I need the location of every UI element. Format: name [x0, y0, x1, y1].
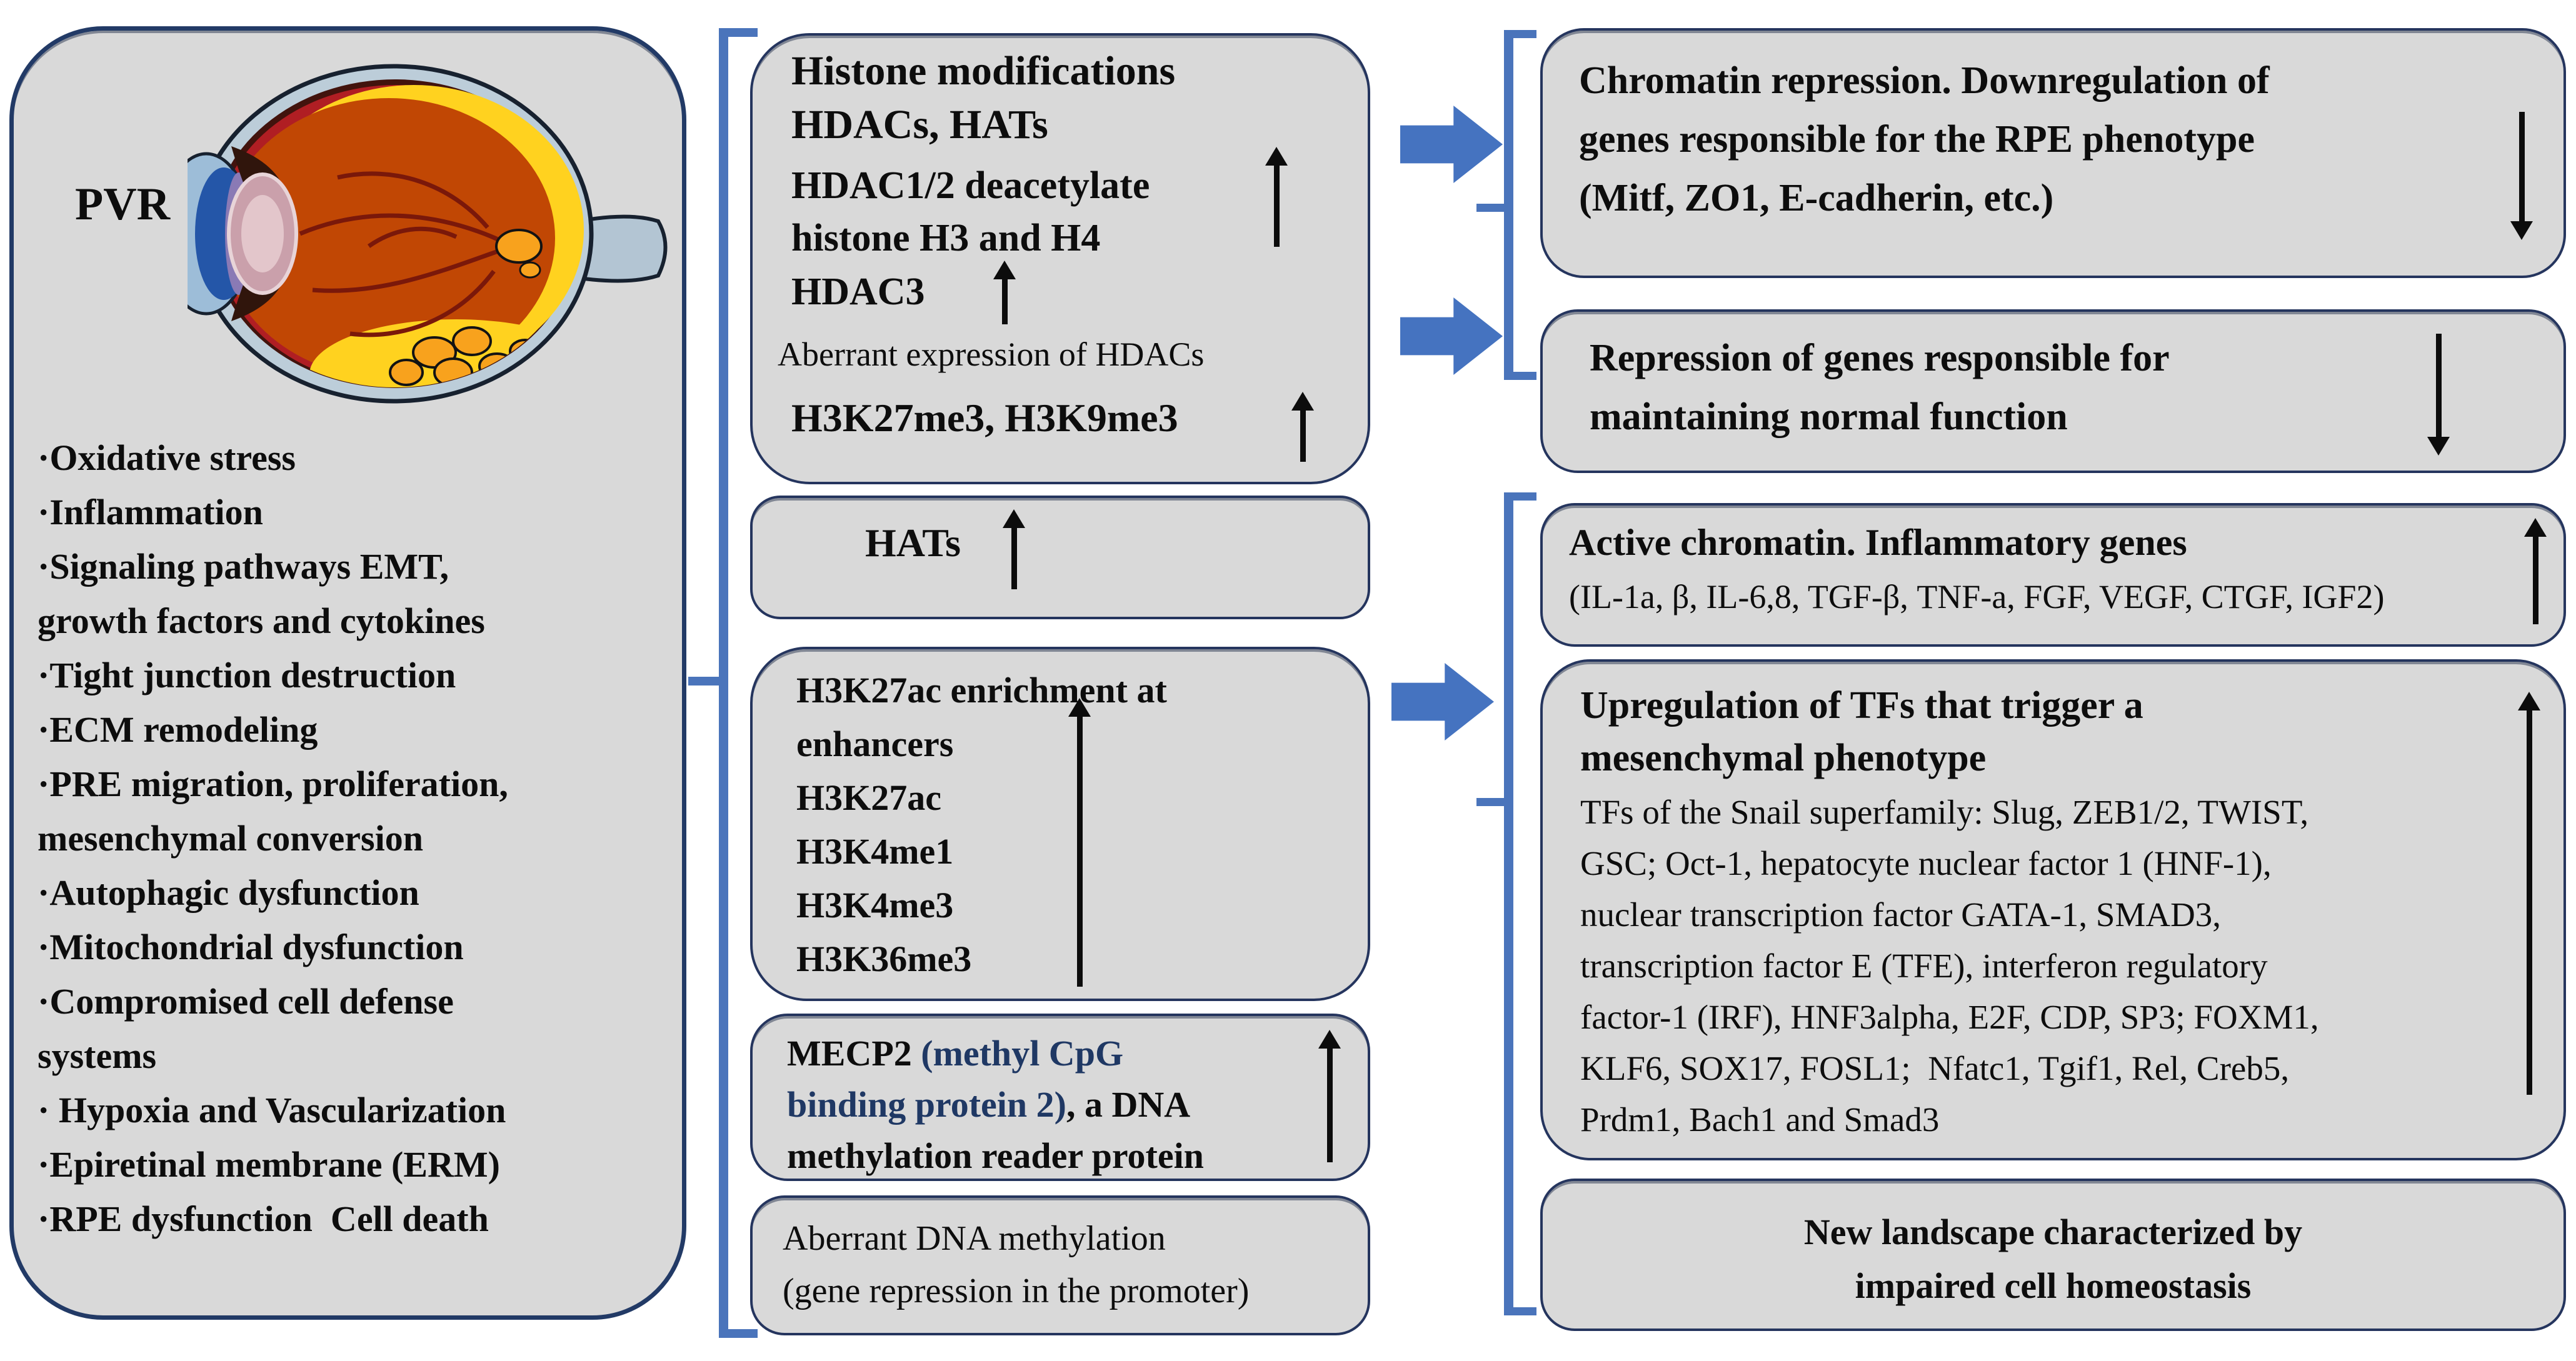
middle-bracket-left-tick	[688, 677, 719, 685]
chromatin-repression-box: Chromatin repression. Downregulation of …	[1540, 28, 2566, 278]
flow-arrow-h3k27ac-to-upregulation	[1391, 662, 1494, 741]
tfs-body-line: factor-1 (IRF), HNF3alpha, E2F, CDP, SP3…	[1580, 998, 2319, 1036]
right-bracket2-vertical	[1504, 492, 1513, 1315]
increase-arrow-inflammatory	[2524, 518, 2547, 624]
normal-function-box: Repression of genes responsible for main…	[1540, 309, 2566, 473]
list-item: ·Epiretinal membrane (ERM)	[38, 1144, 500, 1185]
landscape-line: New landscape characterized by	[1803, 1212, 2303, 1252]
middle-bracket-bottom-stub	[719, 1329, 758, 1338]
increase-arrow-mecp2	[1318, 1030, 1341, 1162]
chromatin-repression-line: Chromatin repression. Downregulation of	[1579, 59, 2270, 102]
dna-methylation-box: Aberrant DNA methylation (gene repressio…	[750, 1195, 1370, 1335]
chromatin-repression-line: (Mitf, ZO1, E-cadherin, etc.)	[1579, 177, 2054, 219]
histone-box-title: Histone modifications	[791, 48, 1176, 94]
middle-bracket-top-stub	[719, 28, 758, 37]
upregulation-tfs-box: Upregulation of TFs that trigger a mesen…	[1540, 659, 2566, 1160]
tfs-body-line: TFs of the Snail superfamily: Slug, ZEB1…	[1580, 793, 2309, 831]
right-bracket1-bottom-stub	[1504, 372, 1536, 380]
tfs-body-line: GSC; Oct-1, hepatocyte nuclear factor 1 …	[1580, 844, 2272, 882]
mecp2-navy: binding protein 2)	[787, 1084, 1066, 1125]
active-chromatin-box: Active chromatin. Inflammatory genes (IL…	[1540, 503, 2566, 647]
list-item: ·Tight junction destruction	[38, 655, 456, 695]
flow-arrow-histone-to-repression	[1400, 105, 1503, 184]
increase-arrow-h3k27ac	[1068, 698, 1091, 987]
increase-arrow-hdac12	[1265, 147, 1288, 247]
h3k27ac-box: H3K27ac enrichment at enhancers H3K27ac …	[750, 647, 1370, 1001]
list-item: ·RPE dysfunction Cell death	[38, 1199, 489, 1239]
tfs-body-line: Prdm1, Bach1 and Smad3	[1580, 1100, 1940, 1139]
dna-methylation-line: Aberrant DNA methylation	[783, 1219, 1166, 1258]
list-item: ·Oxidative stress	[38, 437, 296, 478]
h3k27me3-line: H3K27me3, H3K9me3	[791, 396, 1178, 440]
mecp2-black: , a DNA	[1066, 1084, 1191, 1125]
mecp2-box: MECP2 (methyl CpG binding protein 2), a …	[750, 1014, 1370, 1181]
mecp2-black: MECP2	[787, 1033, 921, 1074]
hats-label: HATs	[865, 521, 961, 565]
hdac12-line: HDAC1/2 deacetylate	[791, 164, 1150, 207]
inflammatory-genes-list: (IL-1a, β, IL-6,8, TGF-β, TNF-a, FGF, VE…	[1569, 578, 2385, 616]
histone-box-subtitle: HDACs, HATs	[791, 102, 1048, 147]
right-bracket2-bottom-stub	[1504, 1307, 1536, 1315]
list-item: · Hypoxia and Vascularization	[38, 1090, 506, 1130]
list-item: ·Mitochondrial dysfunction	[38, 927, 464, 967]
list-item: mesenchymal conversion	[38, 818, 423, 859]
h3k27ac-line: H3K4me3	[796, 885, 954, 925]
list-item: systems	[38, 1035, 157, 1076]
right-bracket1-left-tick	[1476, 204, 1504, 212]
histone-modifications-box: Histone modifications HDACs, HATs HDAC1/…	[750, 33, 1370, 484]
middle-bracket-vertical	[719, 28, 728, 1338]
pvr-panel: PVR	[9, 26, 686, 1320]
mecp2-navy: (methyl CpG	[921, 1033, 1124, 1074]
list-item: ·ECM remodeling	[38, 709, 318, 750]
dna-methylation-line: (gene repression in the promoter)	[783, 1272, 1250, 1310]
list-item: ·Inflammation	[38, 492, 263, 532]
h3k27ac-line: H3K36me3	[796, 939, 972, 979]
landscape-line: impaired cell homeostasis	[1855, 1265, 2252, 1306]
upregulation-title-line: Upregulation of TFs that trigger a	[1580, 684, 2143, 727]
flow-arrow-marks-to-normal-function	[1400, 297, 1503, 376]
list-item: ·Signaling pathways EMT,	[38, 546, 449, 587]
list-item: ·PRE migration, proliferation,	[38, 764, 508, 804]
normal-function-line: Repression of genes responsible for	[1590, 337, 2170, 379]
list-item: growth factors and cytokines	[38, 601, 485, 641]
increase-arrow-tfs	[2518, 692, 2540, 1095]
pvr-factor-list: ·Oxidative stress ·Inflammation ·Signali…	[38, 431, 663, 1246]
mecp2-line-2: binding protein 2), a DNA	[787, 1084, 1191, 1125]
list-item: ·Compromised cell defense	[38, 981, 454, 1022]
increase-arrow-hdac3	[993, 261, 1016, 324]
new-landscape-box: New landscape characterized by impaired …	[1540, 1179, 2566, 1331]
increase-arrow-hats	[1003, 509, 1025, 589]
histone-h3h4-line: histone H3 and H4	[791, 217, 1101, 259]
list-item: ·Autophagic dysfunction	[38, 872, 419, 913]
eye-illustration	[188, 64, 668, 404]
h3k27ac-line: H3K27ac enrichment at	[796, 670, 1167, 710]
decrease-arrow-rpe-genes	[2510, 112, 2533, 240]
normal-function-line: maintaining normal function	[1590, 396, 2068, 438]
right-bracket2-left-tick	[1476, 798, 1504, 806]
h3k27ac-line: H3K27ac	[796, 777, 941, 818]
tfs-body-line: transcription factor E (TFE), interferon…	[1580, 947, 2268, 985]
hats-box: HATs	[750, 496, 1370, 619]
chromatin-repression-line: genes responsible for the RPE phenotype	[1579, 118, 2255, 161]
right-bracket1-top-stub	[1504, 30, 1536, 38]
retinal-vessels	[299, 171, 514, 337]
right-bracket2-top-stub	[1504, 492, 1536, 501]
aberrant-hdacs-note: Aberrant expression of HDACs	[778, 336, 1205, 373]
optic-disc-blob	[495, 229, 543, 264]
active-chromatin-title: Active chromatin. Inflammatory genes	[1569, 522, 2187, 563]
fundus	[223, 98, 555, 378]
pvr-title: PVR	[75, 179, 171, 230]
tfs-body-line: KLF6, SOX17, FOSL1; Nfatc1, Tgif1, Rel, …	[1580, 1049, 2290, 1087]
increase-arrow-h3k27me3	[1291, 392, 1314, 462]
decrease-arrow-normal-function	[2427, 334, 2450, 456]
right-bracket1-vertical	[1504, 30, 1513, 380]
hdac3-line: HDAC3	[791, 271, 925, 313]
mecp2-line-3: methylation reader protein	[787, 1135, 1204, 1176]
upregulation-title-line: mesenchymal phenotype	[1580, 737, 1987, 779]
h3k27ac-line: enhancers	[796, 724, 954, 764]
h3k27ac-line: H3K4me1	[796, 831, 954, 872]
tfs-body-line: nuclear transcription factor GATA-1, SMA…	[1580, 895, 2222, 934]
mecp2-line-1: MECP2 (methyl CpG	[787, 1033, 1124, 1074]
